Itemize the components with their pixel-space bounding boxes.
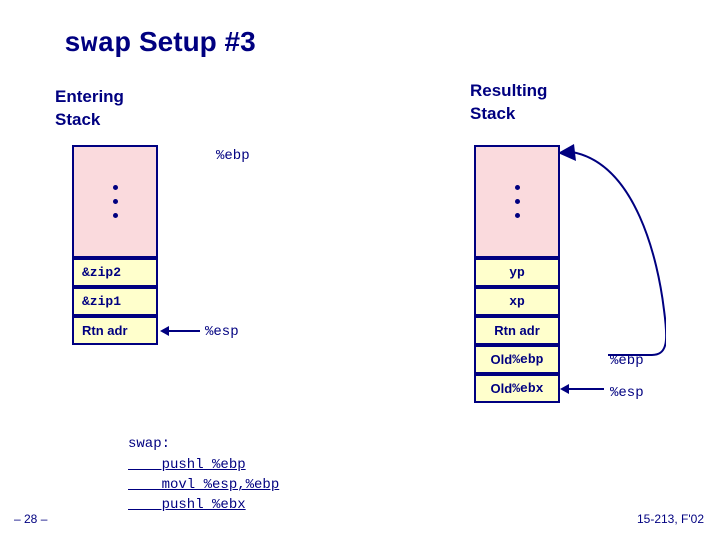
title-rest-part: Setup #3 bbox=[131, 26, 256, 57]
entering-stack-top-region bbox=[72, 145, 158, 258]
resulting-esp-arrow-line bbox=[568, 388, 604, 390]
entering-stack-heading: Entering Stack bbox=[55, 87, 124, 129]
code-line-2: pushl %ebp bbox=[128, 456, 246, 473]
entering-stack-ellipsis bbox=[72, 145, 158, 258]
resulting-esp-label: %esp bbox=[610, 385, 644, 401]
page-title: swap Setup #3 bbox=[64, 26, 256, 60]
dot-icon bbox=[112, 185, 118, 190]
resulting-stack-heading: Resulting Stack bbox=[470, 81, 548, 123]
dot-icon bbox=[514, 213, 520, 218]
assembly-code-block: swap: pushl %ebp movl %esp,%ebp pushl %e… bbox=[128, 414, 279, 536]
entering-esp-label: %esp bbox=[205, 324, 239, 340]
old-ebx-register: %ebx bbox=[512, 381, 544, 396]
resulting-ebp-label: %ebp bbox=[610, 353, 644, 369]
course-footer: 15-213, F'02 bbox=[636, 512, 704, 526]
old-ebp-register: %ebp bbox=[512, 352, 544, 367]
dot-icon bbox=[514, 185, 520, 190]
old-ebp-prefix: Old bbox=[490, 352, 513, 367]
entering-cell-zip2: &zip2 bbox=[72, 258, 158, 287]
slide-number: – 28 – bbox=[14, 512, 48, 526]
resulting-stack-ellipsis bbox=[474, 145, 560, 258]
resulting-cell-rtn-adr: Rtn adr bbox=[474, 316, 560, 345]
resulting-esp-arrow-head bbox=[560, 384, 569, 394]
old-ebx-prefix: Old bbox=[490, 381, 513, 396]
dot-icon bbox=[112, 199, 118, 204]
resulting-cell-xp: xp bbox=[474, 287, 560, 316]
entering-cell-rtn-adr: Rtn adr bbox=[72, 316, 158, 345]
resulting-cell-old-ebx: Old %ebx bbox=[474, 374, 560, 403]
resulting-cell-old-ebp: Old %ebp bbox=[474, 345, 560, 374]
entering-esp-arrow-head bbox=[160, 326, 169, 336]
dot-icon bbox=[112, 213, 118, 218]
code-line-1: swap: bbox=[128, 436, 171, 453]
entering-cell-zip1: &zip1 bbox=[72, 287, 158, 316]
entering-esp-arrow-line bbox=[168, 330, 200, 332]
code-line-4: pushl %ebx bbox=[128, 497, 246, 514]
resulting-ebp-curved-pointer bbox=[558, 144, 666, 356]
title-mono-part: swap bbox=[64, 29, 132, 60]
entering-ebp-label: %ebp bbox=[216, 148, 250, 164]
resulting-cell-yp: yp bbox=[474, 258, 560, 287]
dot-icon bbox=[514, 199, 520, 204]
code-line-3: movl %esp,%ebp bbox=[128, 476, 280, 493]
